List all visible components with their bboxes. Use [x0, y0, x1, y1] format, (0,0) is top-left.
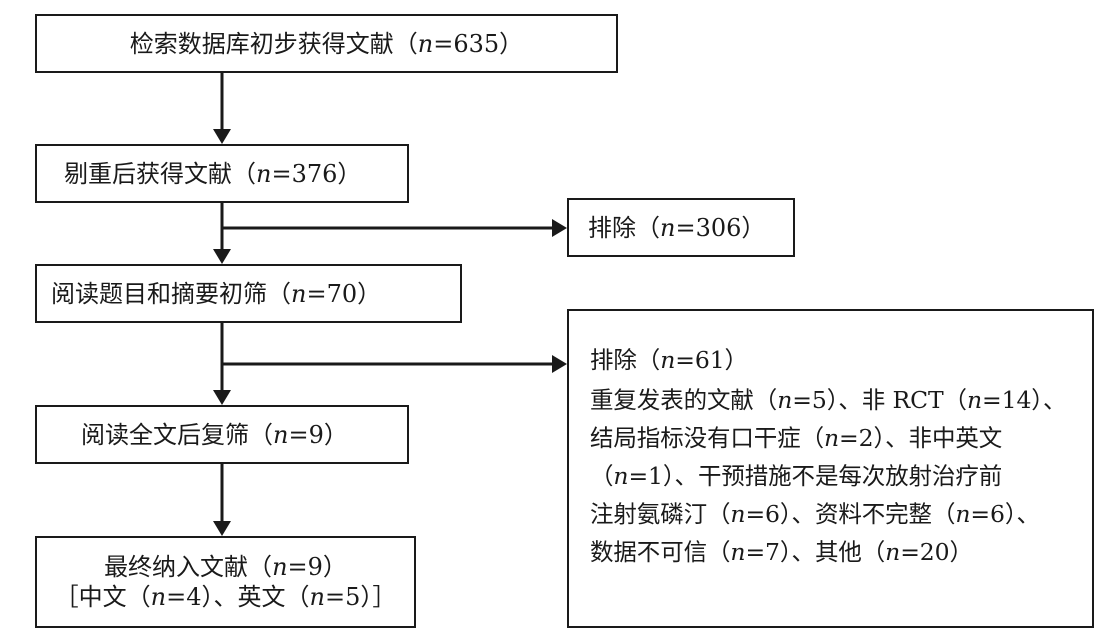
box-excluded-second-reason: 结局指标没有口干症（n=2）、非中英文 [590, 424, 1003, 452]
box-excluded-second-reason: （n=1）、干预措施不是每次放射治疗前 [590, 462, 1003, 490]
box-full-text-screening-text: 阅读全文后复筛（n=9） [81, 420, 348, 449]
box-after-deduplication: 剔重后获得文献（n=376） [35, 144, 409, 203]
box-database-search: 检索数据库初步获得文献（n=635） [35, 14, 618, 73]
arrowhead-right [552, 355, 567, 373]
box-excluded-first: 排除（n=306） [567, 198, 795, 257]
box-full-text-screening: 阅读全文后复筛（n=9） [35, 405, 409, 464]
box-excluded-second-reason: 数据不可信（n=7）、其他（n=20） [590, 538, 973, 566]
box-final-included-title: 最终纳入文献（n=9） [104, 553, 347, 581]
arrowhead-down [213, 521, 231, 536]
box-excluded-second-total: 排除（n=61） [590, 346, 748, 374]
box-final-included: 最终纳入文献（n=9） ［中文（n=4）、英文（n=5）］ [35, 536, 416, 628]
arrowhead-down [213, 390, 231, 405]
box-excluded-second: 排除（n=61） 重复发表的文献（n=5）、非 RCT（n=14）、 结局指标没… [567, 309, 1094, 628]
box-excluded-first-text: 排除（n=306） [588, 213, 766, 242]
box-after-deduplication-text: 剔重后获得文献（n=376） [64, 159, 362, 188]
box-title-abstract-screening-text: 阅读题目和摘要初筛（n=70） [51, 279, 382, 308]
box-database-search-text: 检索数据库初步获得文献（n=635） [129, 29, 524, 58]
arrowhead-down [213, 249, 231, 264]
box-excluded-second-reason: 重复发表的文献（n=5）、非 RCT（n=14）、 [590, 386, 1067, 414]
arrowhead-down [213, 129, 231, 144]
arrowhead-right [552, 219, 567, 237]
box-excluded-second-reason: 注射氨磷汀（n=6）、资料不完整（n=6）、 [590, 500, 1040, 528]
box-final-included-breakdown: ［中文（n=4）、英文（n=5）］ [54, 583, 397, 611]
box-title-abstract-screening: 阅读题目和摘要初筛（n=70） [35, 264, 462, 323]
